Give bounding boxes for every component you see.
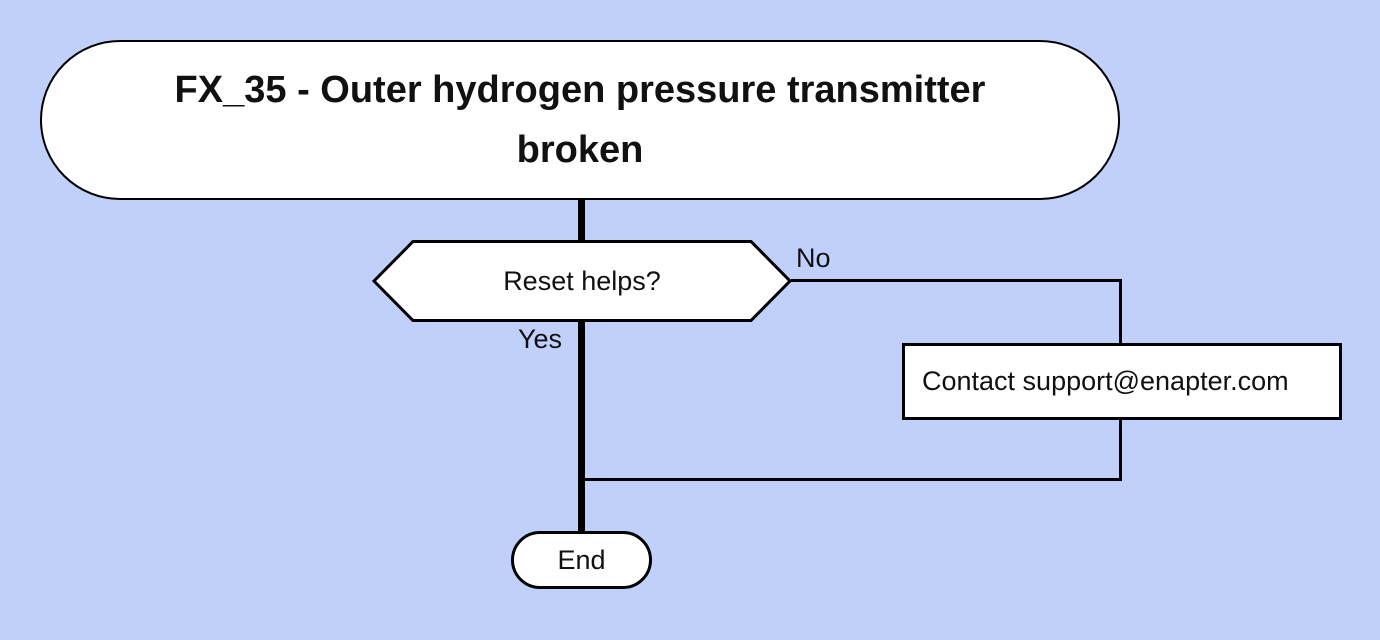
end-node: End — [511, 531, 652, 589]
decision-node: Reset helps? — [372, 240, 792, 322]
hexagon-shape — [372, 240, 792, 322]
edge-label-yes: Yes — [518, 324, 563, 354]
contact-node: Contact support@enapter.com — [902, 343, 1342, 420]
title-line-1: FX_35 - Outer hydrogen pressure transmit… — [174, 69, 986, 111]
title-node: FX_35 - Outer hydrogen pressure transmit… — [40, 40, 1120, 200]
title-line-2: broken — [516, 129, 644, 171]
connector-return-horizontal — [582, 478, 1122, 481]
connector-decision-to-end — [578, 321, 585, 533]
connector-title-to-decision — [578, 199, 585, 242]
edge-label-no: No — [796, 243, 831, 273]
connector-no-horizontal — [791, 279, 1122, 282]
decision-label: Reset helps? — [503, 265, 661, 296]
